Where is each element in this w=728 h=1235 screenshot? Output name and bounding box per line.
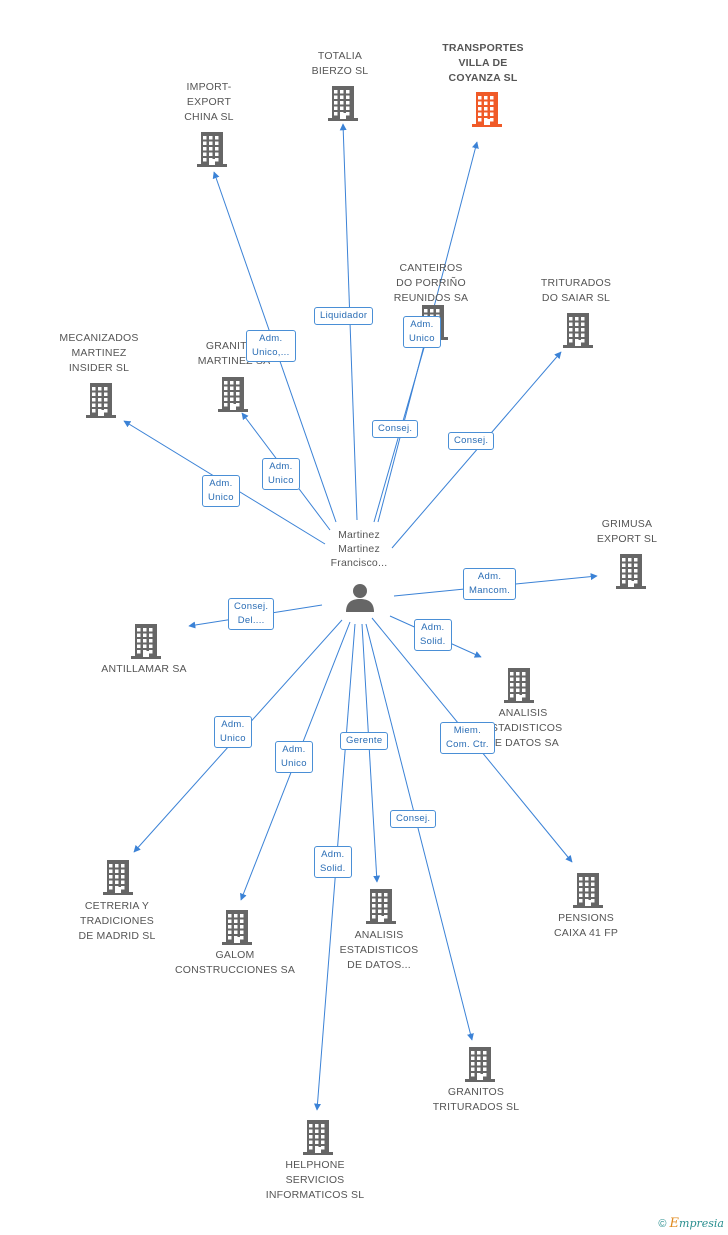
company-label: TOTALIA BIERZO SL xyxy=(311,50,369,77)
relation-label[interactable]: Adm. Unico xyxy=(262,458,300,490)
company-triturados-do-saiar[interactable]: TRITURADOS DO SAIAR SL xyxy=(496,276,656,306)
company-canteiros-do-porrino[interactable]: CANTEIROS DO PORRIÑO REUNIDOS SA xyxy=(351,261,511,306)
company-pensions-caixa[interactable]: PENSIONS CAIXA 41 FP xyxy=(506,911,666,941)
relation-label[interactable]: Miem. Com. Ctr. xyxy=(440,722,495,754)
company-label: ANALISIS ESTADISTICOS DE DATOS... xyxy=(339,929,419,971)
company-label: HELPHONE SERVICIOS INFORMATICOS SL xyxy=(265,1159,365,1201)
copyright-icon: © xyxy=(658,1218,667,1230)
brand-e: E xyxy=(669,1216,680,1231)
company-galom-construcciones[interactable]: GALOM CONSTRUCCIONES SA xyxy=(155,948,315,978)
company-totalia-bierzo[interactable]: TOTALIA BIERZO SL xyxy=(260,49,420,79)
building-icon[interactable] xyxy=(573,873,603,914)
relationship-edge xyxy=(361,623,381,883)
relationship-edge xyxy=(365,623,474,1041)
relation-label[interactable]: Consej. xyxy=(390,810,437,828)
person-icon[interactable] xyxy=(344,582,376,619)
company-granitos-triturados[interactable]: GRANITOS TRITURADOS SL xyxy=(396,1085,556,1115)
company-mecanizados-martinez[interactable]: MECANIZADOS MARTINEZ INSIDER SL xyxy=(19,331,179,376)
relation-label[interactable]: Consej. xyxy=(448,432,495,450)
main-building-icon[interactable] xyxy=(472,92,502,133)
building-icon[interactable] xyxy=(303,1120,333,1161)
company-label: ANTILLAMAR SA xyxy=(101,663,187,675)
company-label: PENSIONS CAIXA 41 FP xyxy=(553,912,619,939)
company-label: TRITURADOS DO SAIAR SL xyxy=(540,277,612,304)
relation-label[interactable]: Liquidador xyxy=(314,307,374,325)
relation-label[interactable]: Adm. Unico xyxy=(202,475,240,507)
company-label: GRANITOS TRITURADOS SL xyxy=(432,1086,520,1113)
building-icon[interactable] xyxy=(131,624,161,665)
building-icon[interactable] xyxy=(218,377,248,418)
relation-label[interactable]: Adm. Unico xyxy=(214,716,252,748)
company-transportes-villa-de-coyanza[interactable]: TRANSPORTES VILLA DE COYANZA SL xyxy=(403,41,563,86)
building-icon[interactable] xyxy=(504,668,534,709)
building-icon[interactable] xyxy=(328,86,358,127)
company-label: MECANIZADOS MARTINEZ INSIDER SL xyxy=(59,332,139,374)
relation-label[interactable]: Adm. Unico xyxy=(403,316,441,348)
relation-label[interactable]: Adm. Unico,... xyxy=(246,330,296,362)
company-label: TRANSPORTES VILLA DE COYANZA SL xyxy=(442,42,524,84)
relation-label[interactable]: Adm. Solid. xyxy=(314,846,352,878)
relation-label[interactable]: Gerente xyxy=(340,732,389,750)
building-icon[interactable] xyxy=(197,132,227,173)
company-label: GALOM CONSTRUCCIONES SA xyxy=(174,949,296,976)
company-label: CETRERIA Y TRADICIONES DE MADRID SL xyxy=(78,900,156,942)
building-icon[interactable] xyxy=(86,383,116,424)
company-label: ANALISIS ESTADISTICOS DE DATOS SA xyxy=(483,707,563,749)
relation-label[interactable]: Adm. Solid. xyxy=(414,619,452,651)
building-icon[interactable] xyxy=(103,860,133,901)
company-antillamar[interactable]: ANTILLAMAR SA xyxy=(64,662,224,677)
company-helphone-servicios[interactable]: HELPHONE SERVICIOS INFORMATICOS SL xyxy=(235,1158,395,1203)
relation-label[interactable]: Consej. Del.... xyxy=(228,598,275,630)
company-import-export-china[interactable]: IMPORT- EXPORT CHINA SL xyxy=(129,80,289,125)
relation-label[interactable]: Consej. xyxy=(372,420,419,438)
relation-label[interactable]: Adm. Mancom. xyxy=(463,568,517,600)
company-analisis-estadisticos-1[interactable]: ANALISIS ESTADISTICOS DE DATOS SA xyxy=(443,706,603,751)
person-name[interactable]: Martinez Martinez Francisco... xyxy=(330,529,388,569)
building-icon[interactable] xyxy=(366,889,396,930)
company-label: CANTEIROS DO PORRIÑO REUNIDOS SA xyxy=(393,262,469,304)
building-icon[interactable] xyxy=(563,313,593,354)
footer-brand: © Empresia xyxy=(658,1216,724,1231)
company-cetreria-tradiciones[interactable]: CETRERIA Y TRADICIONES DE MADRID SL xyxy=(37,899,197,944)
company-label: GRIMUSA EXPORT SL xyxy=(596,518,658,545)
company-label: IMPORT- EXPORT CHINA SL xyxy=(184,81,234,123)
company-grimusa-export[interactable]: GRIMUSA EXPORT SL xyxy=(547,517,707,547)
relationship-edge xyxy=(391,351,562,549)
building-icon[interactable] xyxy=(465,1047,495,1088)
relation-label[interactable]: Adm. Unico xyxy=(275,741,313,773)
building-icon[interactable] xyxy=(616,554,646,595)
brand-name: mpresia xyxy=(679,1217,724,1230)
company-analisis-estadisticos-2[interactable]: ANALISIS ESTADISTICOS DE DATOS... xyxy=(299,928,459,973)
building-icon[interactable] xyxy=(222,910,252,951)
